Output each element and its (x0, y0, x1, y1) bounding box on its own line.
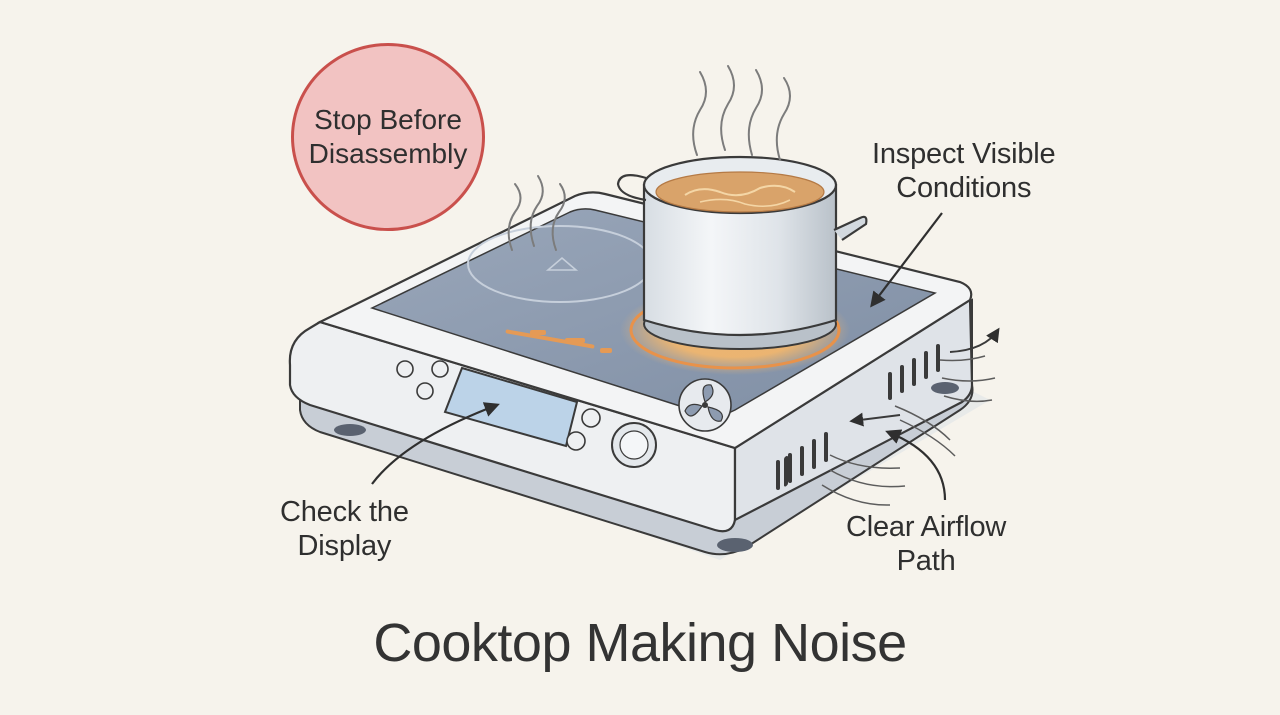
pot (616, 155, 868, 350)
inspect-line-2: Conditions (896, 172, 1032, 204)
inspect-line-1: Inspect Visible (872, 138, 1056, 170)
stop-before-disassembly-badge: Stop Before Disassembly (291, 43, 485, 231)
airflow-out-arrow (949, 327, 1000, 353)
foot (931, 382, 959, 394)
burner-mark (545, 256, 579, 271)
airflow-callout-arrow (885, 429, 947, 501)
foot (717, 538, 753, 552)
vent-slots (776, 344, 940, 490)
power-button (396, 360, 414, 378)
display-line-2: Display (297, 530, 392, 562)
broth (655, 171, 825, 213)
airflow-lines (821, 355, 996, 506)
airflow-line-2: Path (896, 545, 956, 577)
page-title: Cooktop Making Noise (373, 613, 907, 673)
indicator-lights (505, 329, 612, 353)
minus-button (416, 382, 434, 400)
display-line-1: Check the (280, 496, 409, 528)
plus-button (581, 408, 601, 428)
pot-handle-right (833, 215, 868, 241)
inspect-visible-conditions-label: Inspect Visible Conditions (872, 137, 1056, 205)
fan-icon (678, 378, 732, 432)
pot-handle-left (616, 173, 647, 202)
badge-line-1: Stop Before (314, 104, 462, 135)
foot (334, 424, 366, 436)
check-the-display-label: Check the Display (280, 495, 409, 563)
down-button (566, 431, 586, 451)
badge-line-2: Disassembly (308, 138, 468, 169)
airflow-line-1: Clear Airflow (846, 511, 1007, 543)
display-screen (443, 366, 579, 448)
cooktop-base (299, 298, 974, 556)
inspect-arrow (870, 212, 943, 308)
control-panel (396, 360, 657, 468)
display-arrow (371, 402, 500, 485)
minus-button-top (431, 360, 449, 378)
steam (507, 65, 791, 251)
clear-airflow-path-label: Clear Airflow Path (846, 510, 1006, 578)
side-vents (784, 455, 788, 487)
airflow-in-arrow (849, 412, 901, 427)
cooktop-side (733, 298, 974, 522)
